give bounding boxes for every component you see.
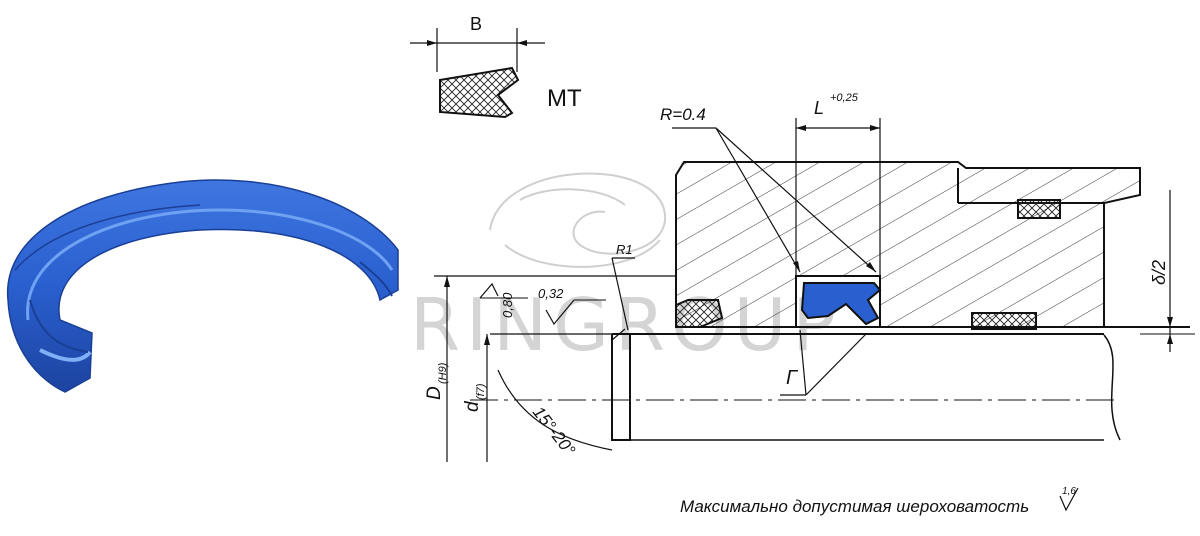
radius-note: R=0.4 [660,105,706,124]
footer-roughness-value: 1,6 [1062,486,1076,497]
length-label: L [814,98,824,118]
roughness-symbol-icon [1059,487,1079,512]
roughness-footer: Максимально допустимая шероховатость 1,6 [680,486,1079,516]
profile-width-label: B [470,14,482,34]
rod-symbol: d [462,400,483,412]
rod-fit: (f7) [475,383,487,400]
bore-symbol: D [424,386,445,400]
chamfer-angle-label: 15°-20° [529,403,579,460]
length-tolerance: +0,25 [830,92,859,104]
profile-type-label: MT [547,85,582,112]
guide-ring-section [971,312,1037,330]
footer-note: Максимально допустимая шероховатость [680,497,1029,516]
wiper-ring-section [1017,199,1061,219]
roughness-2-label: 0,80 [500,292,515,318]
gamma-label: Г [786,367,799,389]
roughness-1-label: 0,32 [538,286,564,301]
seal-in-groove [800,282,882,326]
delta-half-label: δ/2 [1149,260,1169,285]
bore-fit: (H9) [437,362,449,384]
seal-profile-sketch: B MT [410,14,582,119]
rod [470,328,1121,441]
housing-section [675,161,1190,330]
seal-ring-3d [6,179,399,393]
corner-radius-label: R1 [616,242,633,257]
dimension-lines [434,118,1195,462]
